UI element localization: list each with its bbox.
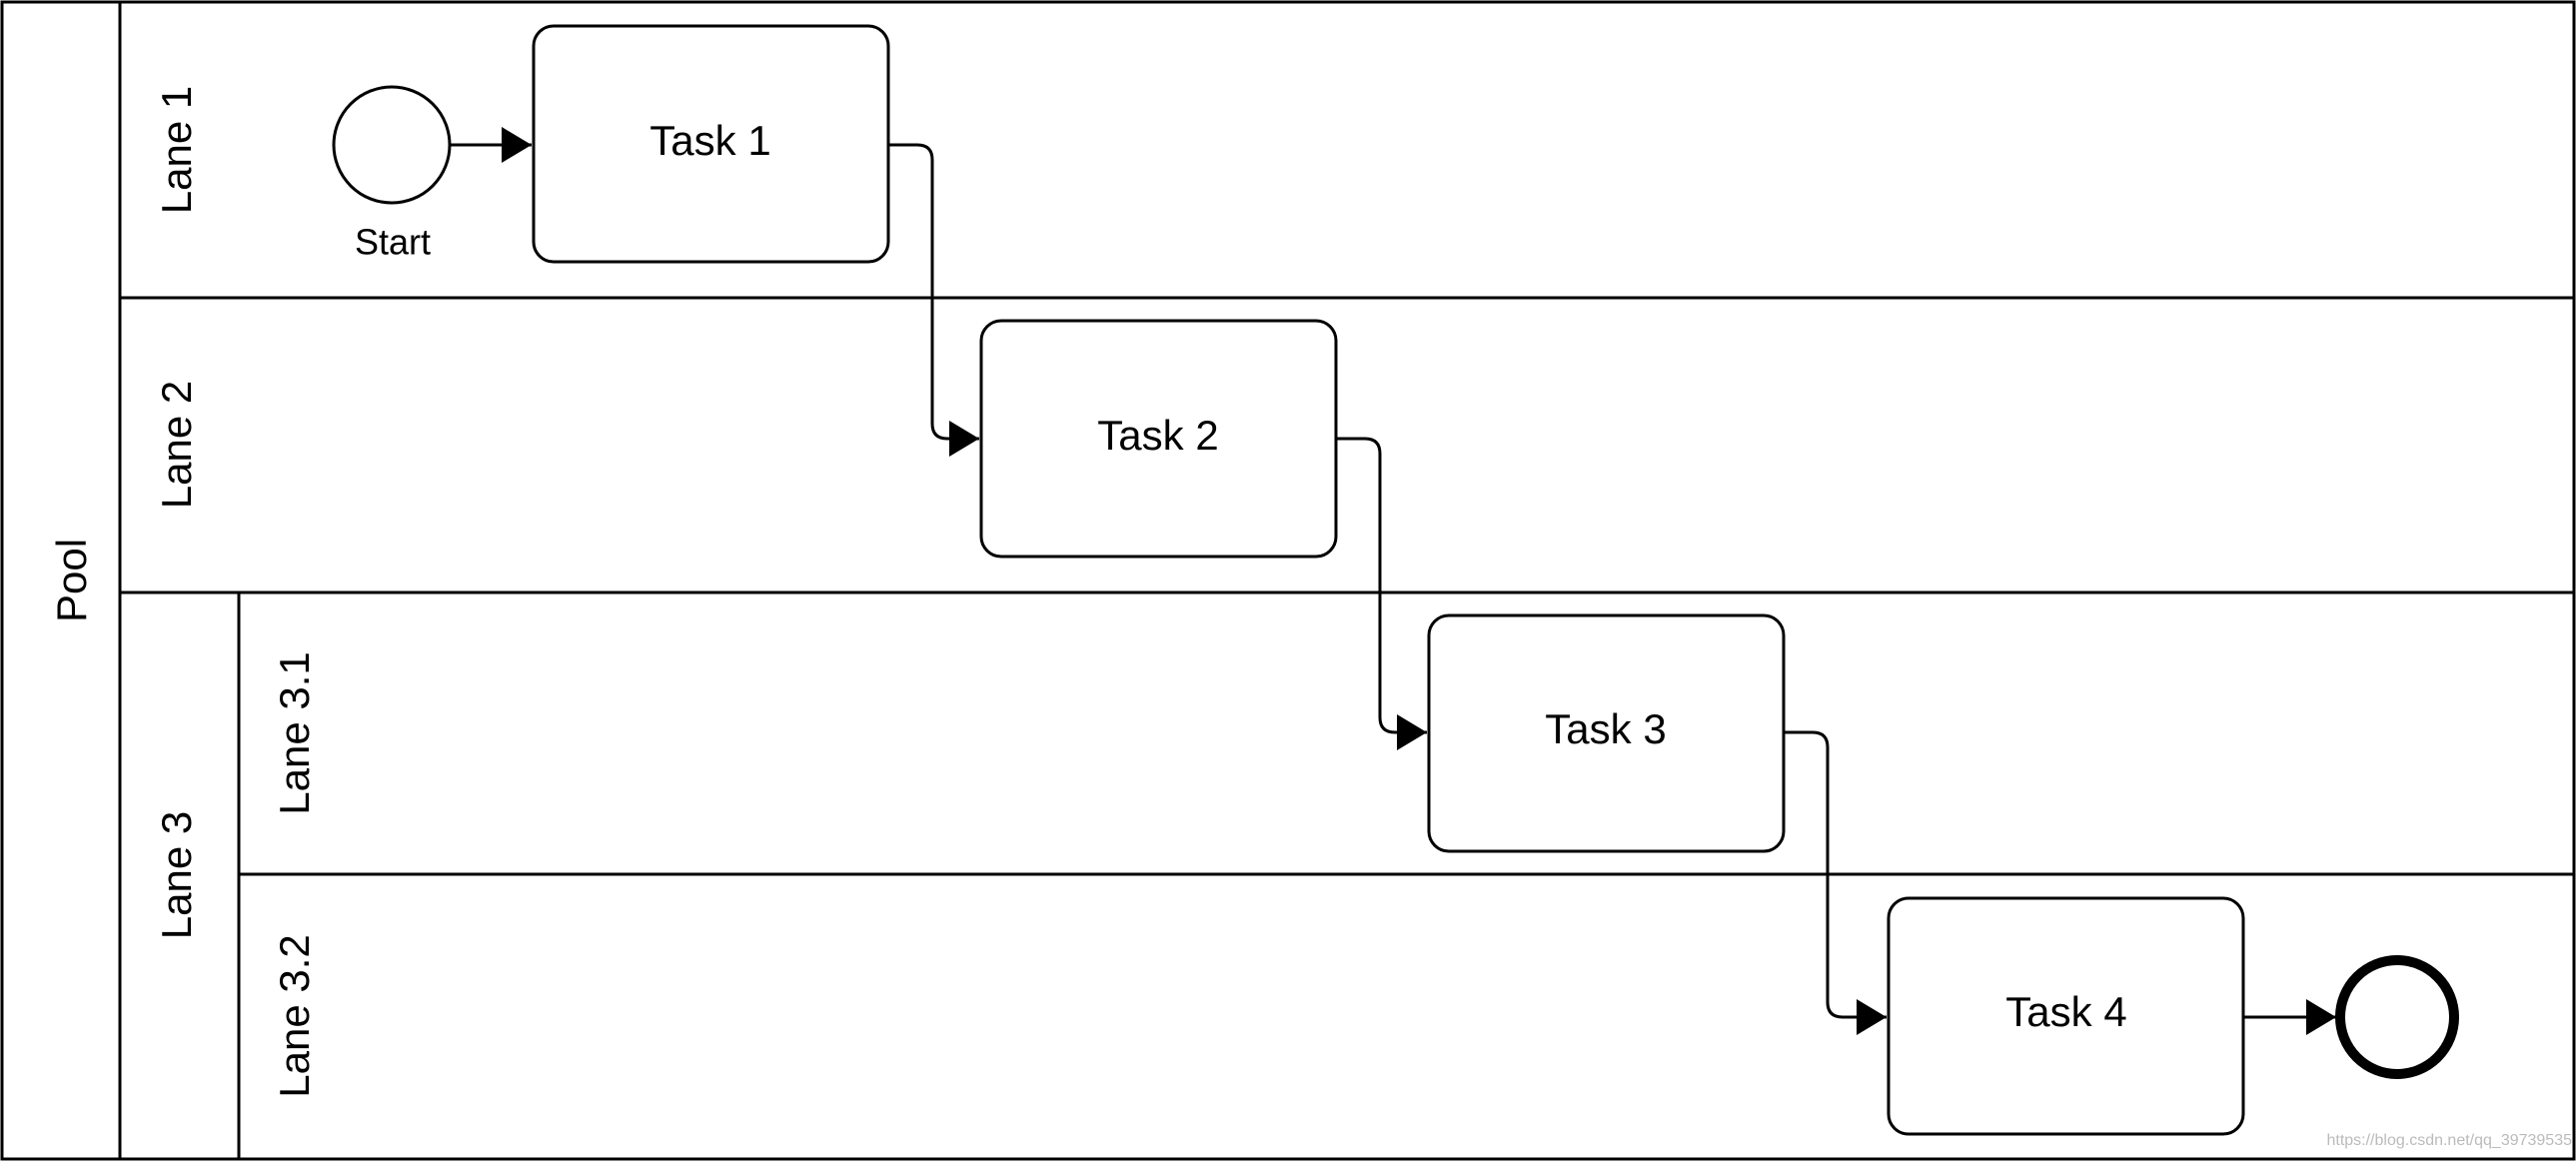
end-event[interactable] bbox=[2335, 955, 2459, 1079]
lane-label-1: Lane 1 bbox=[153, 86, 200, 214]
task-3[interactable]: Task 3 bbox=[1427, 613, 1786, 853]
task-4-label: Task 4 bbox=[2005, 988, 2126, 1035]
start-event[interactable]: Start bbox=[332, 85, 452, 263]
task-2[interactable]: Task 2 bbox=[979, 319, 1338, 559]
lane-label-2: Lane 2 bbox=[153, 381, 200, 509]
start-event-label: Start bbox=[355, 222, 431, 263]
task-1[interactable]: Task 1 bbox=[532, 24, 890, 264]
task-3-label: Task 3 bbox=[1545, 705, 1666, 752]
task-2-label: Task 2 bbox=[1097, 412, 1218, 459]
lane-label-3-1: Lane 3.1 bbox=[271, 651, 318, 815]
pool-label: Pool bbox=[48, 539, 95, 622]
flow-task-1-to-task-2 bbox=[888, 143, 979, 457]
lane-label-3-2: Lane 3.2 bbox=[271, 934, 318, 1098]
task-1-label: Task 1 bbox=[649, 117, 770, 164]
flow-task-3-to-task-4 bbox=[1784, 730, 1887, 1035]
flow-task-2-to-task-3 bbox=[1336, 437, 1427, 750]
task-4[interactable]: Task 4 bbox=[1887, 896, 2245, 1136]
lane-label-3: Lane 3 bbox=[153, 811, 200, 939]
start-event-circle bbox=[332, 85, 452, 205]
watermark: https://blog.csdn.net/qq_39739535 bbox=[2326, 1132, 2572, 1149]
